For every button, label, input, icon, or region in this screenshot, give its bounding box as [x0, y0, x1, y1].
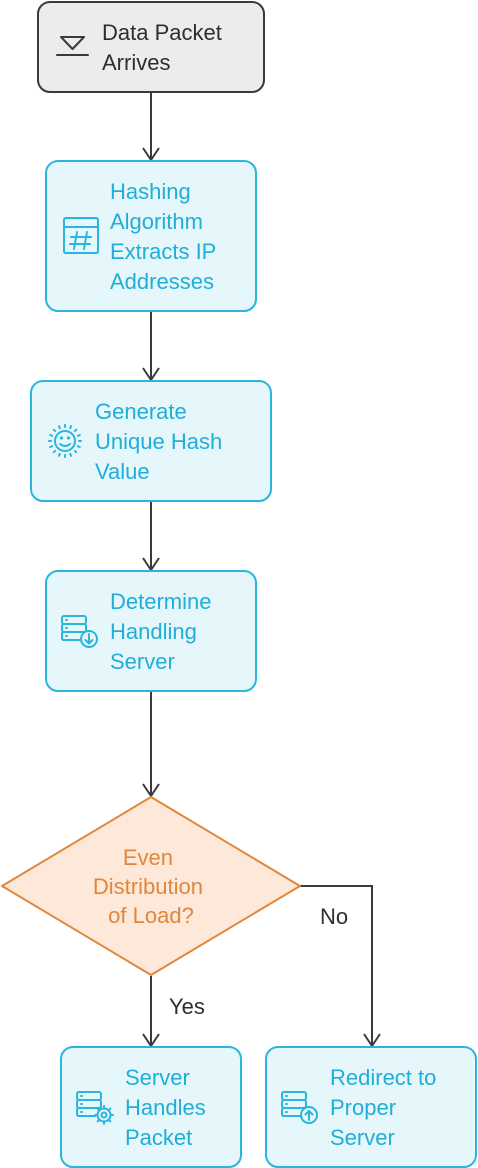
- smiley-sun-icon: [48, 424, 82, 458]
- node-start[interactable]: Data Packet Arrives: [37, 1, 265, 93]
- node-decision-line: of Load?: [108, 903, 194, 928]
- node-generate-line: Unique Hash: [95, 429, 222, 454]
- node-hashing-line: Algorithm: [110, 209, 203, 234]
- node-determine-box: [45, 570, 257, 692]
- node-redirect-box: [265, 1046, 477, 1168]
- node-start-line: Arrives: [102, 50, 170, 75]
- node-determine-line: Determine: [110, 589, 211, 614]
- node-generate-line: Value: [95, 459, 150, 484]
- node-generate-line: Generate: [95, 399, 187, 424]
- node-handles-line: Packet: [125, 1125, 192, 1150]
- node-handles-line: Handles: [125, 1095, 206, 1120]
- node-handles-label: Server Handles Packet: [125, 1065, 212, 1150]
- download-tray-icon: [56, 36, 89, 56]
- node-start-label: Data Packet Arrives: [102, 20, 228, 75]
- edge-label-yes: Yes: [169, 994, 205, 1019]
- node-handles-box: [60, 1046, 242, 1168]
- node-redirect-line: Redirect to: [330, 1065, 436, 1090]
- server-download-icon: [61, 615, 98, 648]
- node-hashing-box: [45, 160, 257, 312]
- node-generate-box: [30, 380, 272, 502]
- node-decision[interactable]: Even Distribution of Load?: [1, 796, 301, 976]
- node-hashing-line: Hashing: [110, 179, 191, 204]
- server-gear-icon: [76, 1091, 114, 1125]
- node-determine-line: Server: [110, 649, 175, 674]
- node-redirect-line: Proper: [330, 1095, 396, 1120]
- server-upload-icon: [281, 1091, 318, 1124]
- node-redirect-line: Server: [330, 1125, 395, 1150]
- node-generate[interactable]: Generate Unique Hash Value: [30, 380, 272, 502]
- edge-decision-no: [300, 885, 373, 1044]
- edge-label-no: No: [320, 904, 348, 929]
- node-determine-label: Determine Handling Server: [110, 589, 218, 674]
- node-redirect-label: Redirect to Proper Server: [330, 1065, 443, 1150]
- node-handles[interactable]: Server Handles Packet: [60, 1046, 242, 1168]
- node-determine[interactable]: Determine Handling Server: [45, 570, 257, 692]
- node-hashing[interactable]: Hashing Algorithm Extracts IP Addresses: [45, 160, 257, 312]
- node-generate-label: Generate Unique Hash Value: [95, 399, 228, 484]
- node-handles-line: Server: [125, 1065, 190, 1090]
- node-start-box: [37, 1, 265, 93]
- node-decision-label: Even Distribution of Load?: [93, 845, 209, 928]
- node-hashing-line: Addresses: [110, 269, 214, 294]
- node-determine-line: Handling: [110, 619, 197, 644]
- hash-window-icon: [63, 217, 99, 254]
- node-hashing-label: Hashing Algorithm Extracts IP Addresses: [110, 179, 222, 294]
- node-start-line: Data Packet: [102, 20, 222, 45]
- node-decision-line: Even: [123, 845, 173, 870]
- node-hashing-line: Extracts IP: [110, 239, 216, 264]
- node-decision-diamond: [1, 796, 301, 976]
- node-decision-line: Distribution: [93, 874, 203, 899]
- node-redirect[interactable]: Redirect to Proper Server: [265, 1046, 477, 1168]
